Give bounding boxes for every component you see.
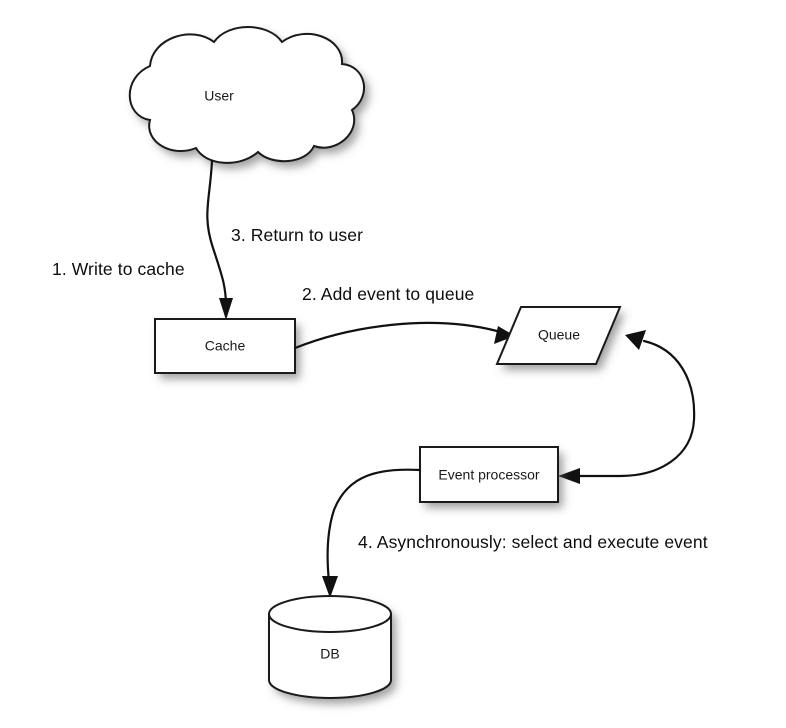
node-cache-label: Cache (205, 338, 246, 354)
cache-outline (154, 318, 296, 374)
node-queue-label: Queue (538, 327, 580, 343)
node-event-processor-label: Event processor (438, 467, 539, 483)
cloud-outline (128, 26, 365, 164)
edge-user-to-cache-line (206, 159, 228, 308)
step-label-1: 1. Write to cache (52, 259, 185, 279)
edge-user-to-cache[interactable] (206, 159, 233, 320)
node-user[interactable]: User (128, 26, 365, 164)
event-processor-shape (420, 447, 558, 502)
cloud-shape (129, 27, 365, 163)
queue-shape (497, 307, 620, 364)
edge-cache-to-queue[interactable] (293, 321, 515, 350)
edge-queue-to-processor[interactable] (558, 468, 622, 484)
db-body-outline (268, 614, 392, 699)
edge-processor-to-queue[interactable] (618, 330, 696, 478)
edge-processor-to-db[interactable] (322, 468, 422, 598)
edge-cache-to-queue-line (293, 321, 499, 350)
event-processor-outline (419, 446, 559, 503)
node-db[interactable]: DB (268, 595, 392, 699)
edge-cache-to-queue-arrowhead (494, 326, 515, 344)
node-cache[interactable]: Cache (154, 318, 296, 374)
db-top-ellipse (268, 595, 392, 633)
node-event-processor[interactable]: Event processor (419, 446, 559, 503)
node-user-label: User (204, 88, 234, 104)
node-db-label: DB (320, 646, 339, 662)
edge-processor-to-db-line (326, 468, 422, 584)
step-label-3: 3. Return to user (231, 225, 364, 245)
edge-processor-to-queue-arrowhead (625, 330, 646, 350)
queue-outline (495, 306, 622, 365)
node-queue[interactable]: Queue (495, 306, 622, 365)
step-label-2: 2. Add event to queue (302, 284, 475, 304)
edge-queue-to-processor-arrowhead (558, 468, 580, 484)
edge-user-to-cache-arrowhead (219, 298, 233, 320)
edge-processor-to-db-arrowhead (322, 576, 338, 598)
edge-processor-to-queue-line (618, 339, 696, 478)
step-label-4: 4. Asynchronously: select and execute ev… (358, 532, 708, 552)
cache-shape (155, 319, 295, 373)
